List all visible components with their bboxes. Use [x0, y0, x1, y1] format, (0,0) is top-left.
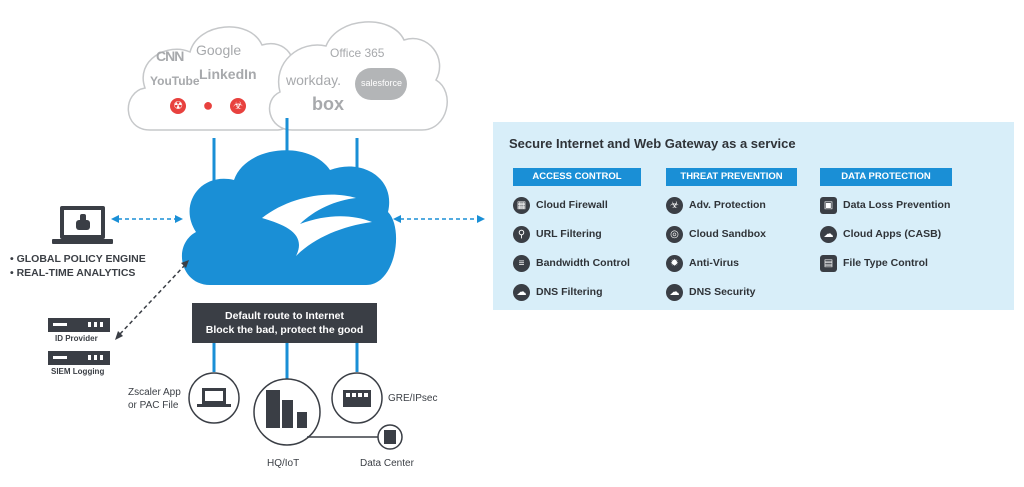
- feature-cloud-apps-casb: ☁ Cloud Apps (CASB): [820, 224, 941, 244]
- feature-label: DNS Security: [689, 286, 756, 298]
- feature-dns-filtering: ☁ DNS Filtering: [513, 282, 603, 302]
- threat-prevention-header: THREAT PREVENTION: [666, 168, 797, 186]
- office365-logo: Office 365: [330, 46, 385, 60]
- workday-logo: workday.: [286, 72, 341, 88]
- default-route-banner: Default route to Internet Block the bad,…: [192, 303, 377, 343]
- magnifier-icon: ⚲: [513, 225, 530, 243]
- biohazard-icon: ☣: [666, 196, 683, 214]
- engine-feature-list: • GLOBAL POLICY ENGINE • REAL-TIME ANALY…: [10, 252, 146, 280]
- datacenter-icon: [377, 424, 403, 450]
- linkedin-logo: LinkedIn: [199, 66, 257, 82]
- panel-arrow: [393, 215, 485, 223]
- banner-line-2: Block the bad, protect the good: [205, 324, 364, 336]
- siem-device-icon: [48, 351, 110, 365]
- data-protection-header: DATA PROTECTION: [820, 168, 952, 186]
- radiation-icon: ☢: [170, 98, 186, 114]
- id-provider-label: ID Provider: [55, 334, 98, 343]
- biohazard-icon: ☣: [230, 98, 246, 114]
- zscaler-cloud-icon: [181, 150, 397, 285]
- feature-label: Cloud Firewall: [536, 199, 608, 211]
- feature-file-type-control: ▤ File Type Control: [820, 253, 928, 273]
- gre-building-icon: [331, 372, 383, 424]
- feature-label: Bandwidth Control: [536, 257, 630, 269]
- hq-iot-label: HQ/IoT: [267, 458, 300, 469]
- feature-adv-protection: ☣ Adv. Protection: [666, 195, 766, 215]
- feature-label: DNS Filtering: [536, 286, 603, 298]
- gre-ipsec-label: GRE/IPsec: [388, 393, 438, 404]
- sandbox-icon: ◎: [666, 225, 683, 243]
- siem-logging-label: SIEM Logging: [51, 367, 105, 376]
- firewall-icon: ▦: [513, 196, 530, 214]
- banner-line-1: Default route to Internet: [224, 310, 344, 322]
- feature-anti-virus: ✹ Anti-Virus: [666, 253, 739, 273]
- laptop-icon: [52, 206, 113, 244]
- lock-document-icon: ▣: [820, 196, 837, 214]
- dns-filter-icon: ☁: [513, 283, 530, 301]
- data-center-label: Data Center: [360, 458, 414, 469]
- hacker-icon: ●: [202, 95, 214, 115]
- zscaler-app-label: Zscaler App or PAC File: [128, 386, 181, 412]
- feature-label: Data Loss Prevention: [843, 199, 951, 211]
- logging-arrow: [115, 260, 189, 340]
- cnn-logo: CNN: [156, 48, 184, 64]
- sliders-icon: ≡: [513, 254, 530, 272]
- feature-url-filtering: ⚲ URL Filtering: [513, 224, 602, 244]
- zscaler-app-label-line1: Zscaler App: [128, 387, 181, 398]
- feature-dns-security: ☁ DNS Security: [666, 282, 756, 302]
- feature-label: Cloud Apps (CASB): [843, 228, 942, 240]
- feature-analytics: • REAL-TIME ANALYTICS: [10, 267, 136, 279]
- gateway-service-panel: Secure Internet and Web Gateway as a ser…: [493, 122, 1014, 310]
- salesforce-label: salesforce: [361, 78, 403, 88]
- feature-bandwidth-control: ≡ Bandwidth Control: [513, 253, 630, 273]
- feature-data-loss-prevention: ▣ Data Loss Prevention: [820, 195, 950, 215]
- virus-icon: ✹: [666, 254, 683, 272]
- feature-label: File Type Control: [843, 257, 928, 269]
- feature-label: Adv. Protection: [689, 199, 766, 211]
- zscaler-app-laptop-icon: [188, 372, 240, 424]
- feature-label: Cloud Sandbox: [689, 228, 766, 240]
- laptop-arrow: [111, 215, 183, 223]
- feature-cloud-firewall: ▦ Cloud Firewall: [513, 195, 608, 215]
- feature-cloud-sandbox: ◎ Cloud Sandbox: [666, 224, 766, 244]
- feature-policy-engine: • GLOBAL POLICY ENGINE: [10, 253, 146, 265]
- dns-security-icon: ☁: [666, 283, 683, 301]
- panel-title: Secure Internet and Web Gateway as a ser…: [509, 136, 796, 151]
- cloud-lock-icon: ☁: [820, 225, 837, 243]
- zscaler-app-label-line2: or PAC File: [128, 400, 179, 411]
- id-provider-device-icon: [48, 318, 110, 332]
- access-control-header: ACCESS CONTROL: [513, 168, 641, 186]
- feature-label: URL Filtering: [536, 228, 602, 240]
- salesforce-logo: [355, 68, 407, 100]
- youtube-logo: YouTube: [150, 74, 200, 88]
- box-logo: box: [312, 94, 345, 114]
- google-logo: Google: [196, 42, 242, 58]
- feature-label: Anti-Virus: [689, 257, 739, 269]
- hq-building-icon: [253, 378, 321, 446]
- file-icon: ▤: [820, 254, 837, 272]
